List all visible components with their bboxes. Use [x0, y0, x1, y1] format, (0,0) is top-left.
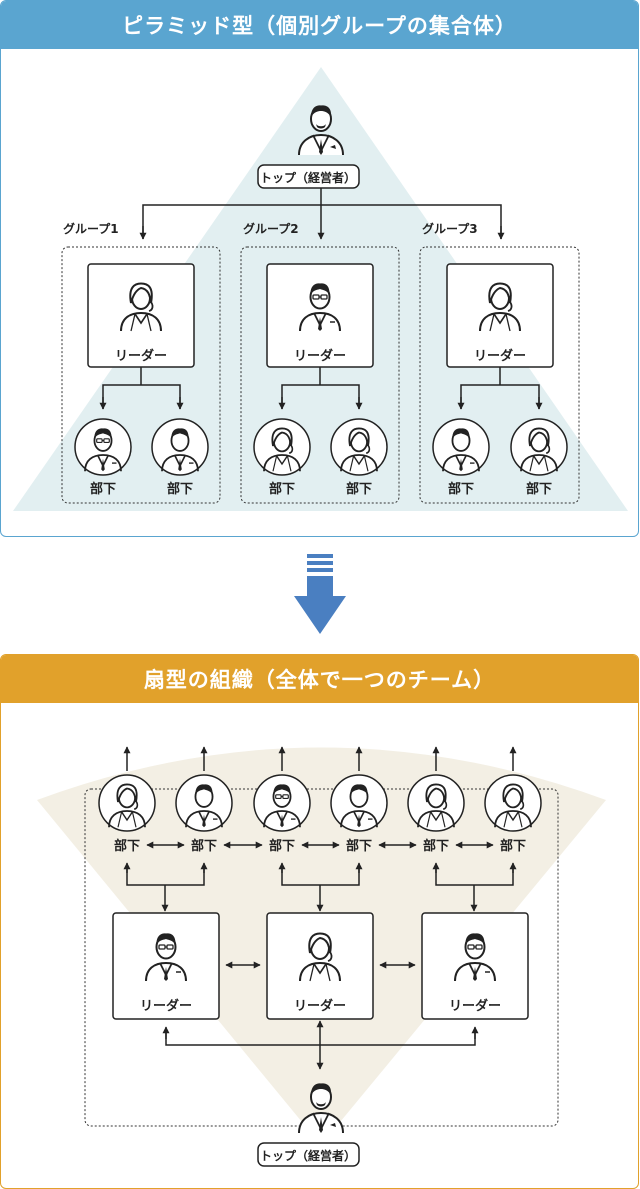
top-connectors	[139, 188, 505, 240]
group-label-3: グループ3	[422, 221, 478, 236]
leader-label-2: リーダー	[294, 998, 346, 1014]
member-label: 部下	[448, 481, 474, 497]
leader-label-2: リーダー	[294, 348, 346, 364]
member-label: 部下	[346, 481, 372, 497]
top-label: トップ（経営者）	[260, 170, 356, 185]
fan-diagram: 部下 部下 部下 部下 部下 部下	[37, 746, 606, 1167]
fan-panel: 扇型の組織（全体で一つのチーム）	[0, 654, 639, 1189]
member-label: 部下	[500, 838, 526, 854]
team-box	[84, 788, 559, 1127]
top-label-box	[257, 164, 360, 189]
member-label: 部下	[90, 481, 116, 497]
leader-label-3: リーダー	[474, 348, 526, 364]
group-box-2	[240, 246, 400, 504]
member-label: 部下	[114, 838, 140, 854]
member-label: 部下	[346, 838, 372, 854]
group-box-3	[419, 246, 580, 504]
leader-connector-3	[457, 367, 543, 410]
leader-label-3: リーダー	[449, 998, 501, 1014]
pyramid-panel: ピラミッド型（個別グループの集合体）	[0, 0, 639, 537]
top-label-box	[257, 1142, 360, 1167]
member-up-arrows	[123, 746, 517, 771]
member-label: 部下	[423, 838, 449, 854]
fan-title: 扇型の組織（全体で一つのチーム）	[1, 655, 638, 703]
member-label: 部下	[526, 481, 552, 497]
group-label-1: グループ1	[63, 221, 119, 236]
member-leader-connectors	[123, 862, 517, 912]
pyramid-diagram: トップ（経営者） グループ1 グループ2 グループ3 リーダー 部下	[13, 67, 628, 511]
member-label: 部下	[167, 481, 193, 497]
group-label-2: グループ2	[243, 221, 299, 236]
transition-arrow-icon	[294, 554, 346, 634]
pyramid-title: ピラミッド型（個別グループの集合体）	[1, 1, 638, 49]
leader-card-3	[421, 912, 529, 1020]
top-label: トップ（経営者）	[260, 1148, 356, 1163]
leader-connector-2	[278, 367, 363, 410]
leader-card-1	[112, 912, 220, 1020]
leader-card-2	[266, 912, 374, 1020]
member-label: 部下	[191, 838, 217, 854]
leader-label-1: リーダー	[115, 348, 167, 364]
member-label: 部下	[269, 838, 295, 854]
leader-top-connectors	[162, 1020, 479, 1070]
group-box-1	[61, 246, 221, 504]
leader-label-1: リーダー	[140, 998, 192, 1014]
leader-connector-1	[99, 367, 184, 410]
member-label: 部下	[269, 481, 295, 497]
